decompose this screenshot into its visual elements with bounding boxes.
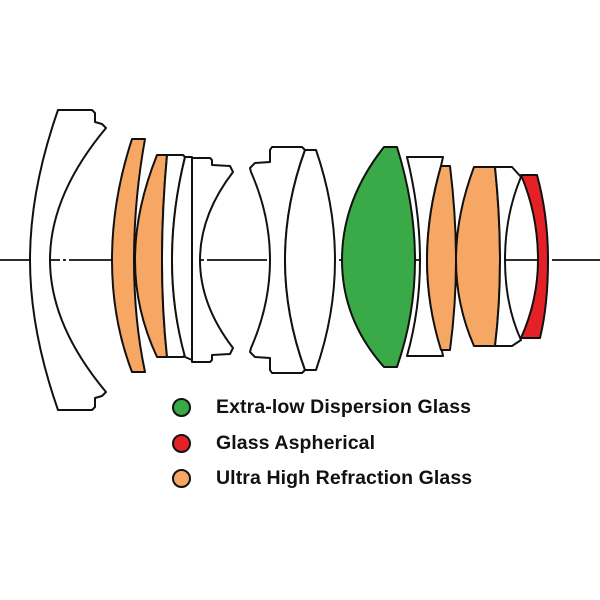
- lens-element-1: [29, 109, 107, 411]
- lens-element-5: [171, 156, 193, 361]
- legend: Extra-low Dispersion Glass Glass Aspheri…: [172, 390, 472, 497]
- green-circle-icon: [172, 398, 191, 418]
- lens-element-8: [284, 149, 336, 371]
- legend-item-extra-low-dispersion: Extra-low Dispersion Glass: [172, 390, 472, 426]
- orange-circle-icon: [172, 469, 191, 489]
- lens-element-14: [520, 174, 549, 339]
- lens-element-11: [426, 165, 457, 351]
- red-circle-icon: [172, 433, 191, 453]
- legend-item-ultra-high-refraction: Ultra High Refraction Glass: [172, 461, 472, 497]
- legend-item-aspherical: Glass Aspherical: [172, 426, 472, 462]
- lens-element-9: [341, 146, 416, 368]
- lens-element-6: [191, 157, 234, 363]
- legend-label: Ultra High Refraction Glass: [216, 467, 473, 490]
- legend-label: Extra-low Dispersion Glass: [216, 396, 472, 419]
- legend-label: Glass Aspherical: [216, 431, 376, 454]
- lens-element-2: [111, 138, 146, 373]
- lens-element-12: [455, 166, 501, 347]
- lens-element-13: [494, 166, 522, 347]
